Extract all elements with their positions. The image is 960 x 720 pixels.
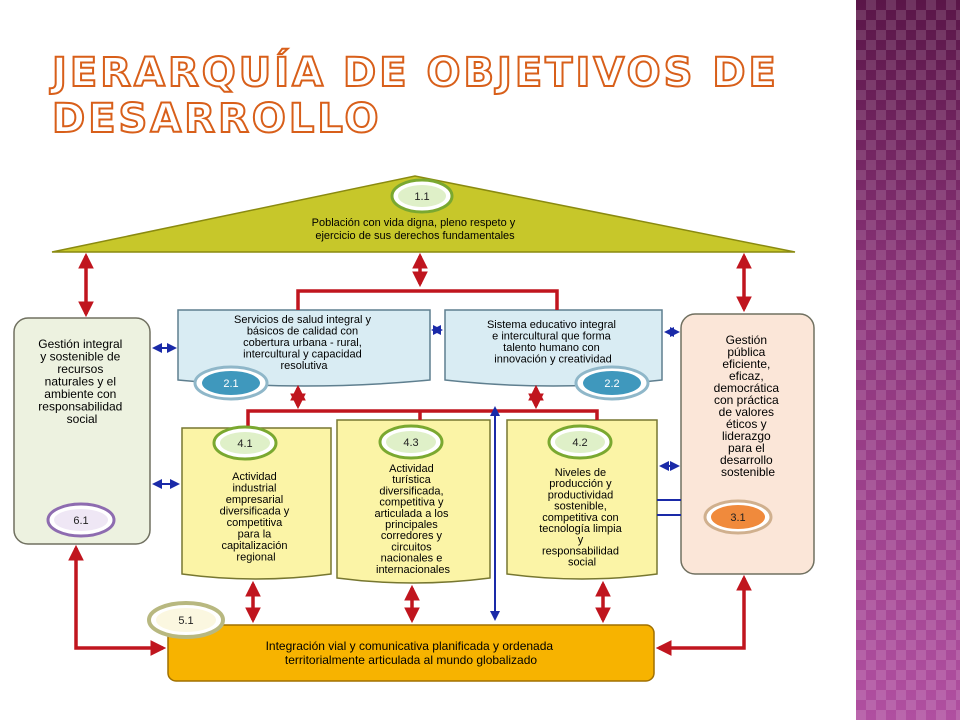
badge-4.1: 4.1 <box>212 425 278 461</box>
badge-2.1-label: 2.1 <box>223 378 238 390</box>
badge-2.2-label: 2.2 <box>604 378 619 390</box>
badge-4.2: 4.2 <box>547 424 613 460</box>
node-3.1-text: Gestión pública eficiente, eficaz, democ… <box>714 333 783 479</box>
badge-4.3: 4.3 <box>378 424 444 460</box>
box-4.1-shape <box>181 427 332 580</box>
badge-2.1: 2.1 <box>193 365 269 401</box>
badge-5.1: 5.1 <box>147 601 225 639</box>
box-5.1-shape <box>167 624 655 682</box>
badge-3.1: 3.1 <box>703 499 773 535</box>
node-2.1-text: Servicios de salud integral y básicos de… <box>234 314 374 372</box>
objectives-diagram: 1.1 2.1 2.2 4.1 4.3 4.2 6.1 3.1 5.1 <box>13 175 815 682</box>
page-title: Jerarquía de Objetivos de Desarrollo <box>51 49 779 143</box>
box-4.2-shape <box>506 419 658 580</box>
badge-4.3-label: 4.3 <box>403 437 418 449</box>
node-4.1-text: Actividad industrial empresarial diversi… <box>220 471 293 564</box>
node-6.1-text: Gestión integral y sostenible de recurso… <box>38 337 125 426</box>
node-1.1-text: Población con vida digna, pleno respeto … <box>312 217 519 242</box>
badge-4.1-label: 4.1 <box>237 438 252 450</box>
node-2.2-text: Sistema educativo integral e intercultur… <box>487 319 619 366</box>
badge-6.1-label: 6.1 <box>73 515 88 527</box>
badge-4.2-label: 4.2 <box>572 437 587 449</box>
node-4.3-text: Actividad turística diversificada, compe… <box>374 463 451 576</box>
box-4.3-shape <box>336 419 491 584</box>
badge-3.1-label: 3.1 <box>730 512 745 524</box>
badge-1.1-label: 1.1 <box>414 191 429 203</box>
blue-connectors <box>152 325 681 621</box>
node-4.2-text: Niveles de producción y productividad so… <box>539 467 625 569</box>
node-5.1-text: Integración vial y comunicativa planific… <box>266 639 557 667</box>
badge-1.1: 1.1 <box>390 178 454 214</box>
decorative-stripe <box>856 0 960 720</box>
badge-2.2: 2.2 <box>574 365 650 401</box>
red-connectors <box>68 252 752 656</box>
box-6.1-shape <box>13 317 151 545</box>
badge-5.1-label: 5.1 <box>178 615 193 627</box>
badge-6.1: 6.1 <box>46 502 116 538</box>
roof-1.1-shape <box>51 175 796 253</box>
